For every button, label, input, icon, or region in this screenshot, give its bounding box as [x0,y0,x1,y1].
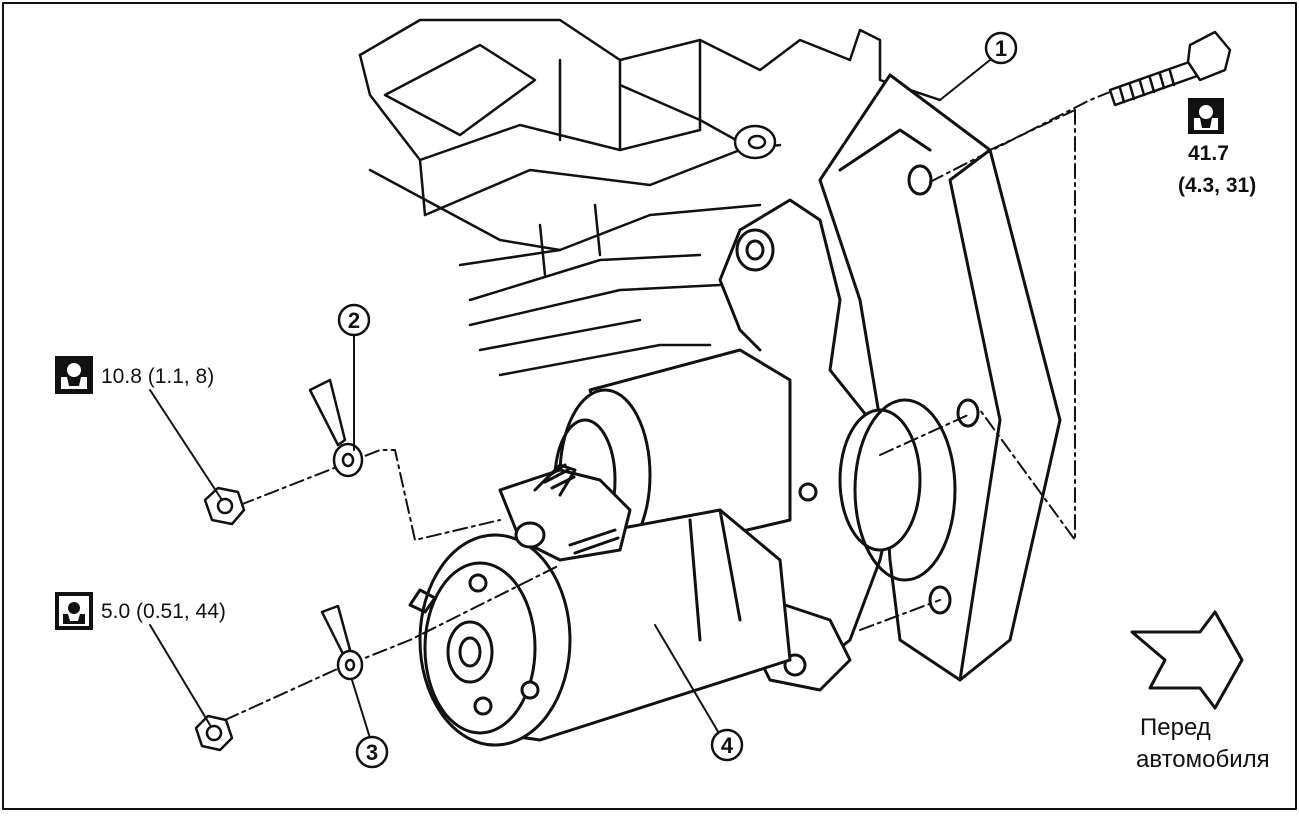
nut-upper [203,486,246,526]
bolt-hole-upper [907,164,933,196]
nut-lower-torque: 5.0 (0.51, 44) [101,600,226,623]
front-label-line1: Перед [1140,714,1211,741]
bolt-torque-value-alt: (4.3, 31) [1178,174,1256,197]
nut-lower [194,714,234,752]
callout-3: 3 [355,735,389,769]
torque-wrench-icon [1188,98,1224,134]
callout-2-number: 2 [348,308,360,333]
bolt-torque-value: 41.7 [1188,142,1229,165]
mounting-bolt [1108,30,1232,107]
callout-1-number: 1 [995,36,1007,61]
callout-1: 1 [984,31,1018,65]
callout-4-number: 4 [721,733,734,758]
callout-leaders [149,59,991,739]
callout-3-number: 3 [366,740,378,765]
assembly-lines [224,91,1111,721]
engine-block [358,18,942,377]
starter-motor [408,198,957,747]
mounting-plate [818,73,1062,682]
front-arrow-icon [1130,610,1244,710]
bolt-hole-middle [956,398,980,428]
terminal-upper [308,378,364,478]
callout-2: 2 [337,303,371,337]
nut-upper-torque: 10.8 (1.1, 8) [101,365,214,388]
torque-wrench-icon [55,356,93,394]
torque-wrench-inch-icon [55,592,93,630]
front-label-line2: автомобиля [1136,746,1270,773]
terminal-lower [320,604,364,681]
callout-4: 4 [710,728,744,762]
